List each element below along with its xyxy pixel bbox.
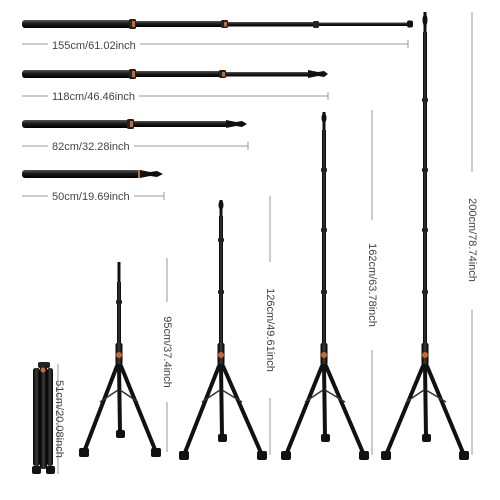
stand-label-162: 162cm/63.78inch bbox=[366, 243, 378, 327]
tripod-162 bbox=[281, 112, 369, 460]
pole-label-155: 155cm/61.02inch bbox=[48, 40, 140, 52]
pole-50 bbox=[22, 170, 163, 178]
tripod-126 bbox=[179, 200, 267, 460]
stand-folded bbox=[32, 362, 55, 474]
stand-label-51: 51cm/20.08inch bbox=[53, 380, 65, 458]
pole-82 bbox=[22, 119, 247, 129]
stand-label-126: 126cm/49.61inch bbox=[264, 288, 276, 372]
pole-118 bbox=[22, 69, 328, 79]
pole-label-50: 50cm/19.69inch bbox=[48, 191, 134, 203]
tripod-200 bbox=[381, 12, 469, 460]
stand-label-95: 95cm/37.4inch bbox=[161, 316, 173, 388]
pole-155 bbox=[22, 19, 413, 29]
stand-label-200: 200cm/78.74inch bbox=[466, 198, 478, 282]
pole-label-82: 82cm/32.28inch bbox=[48, 141, 134, 153]
pole-label-118: 118cm/46.46inch bbox=[48, 91, 139, 103]
tripod-95 bbox=[79, 262, 161, 457]
